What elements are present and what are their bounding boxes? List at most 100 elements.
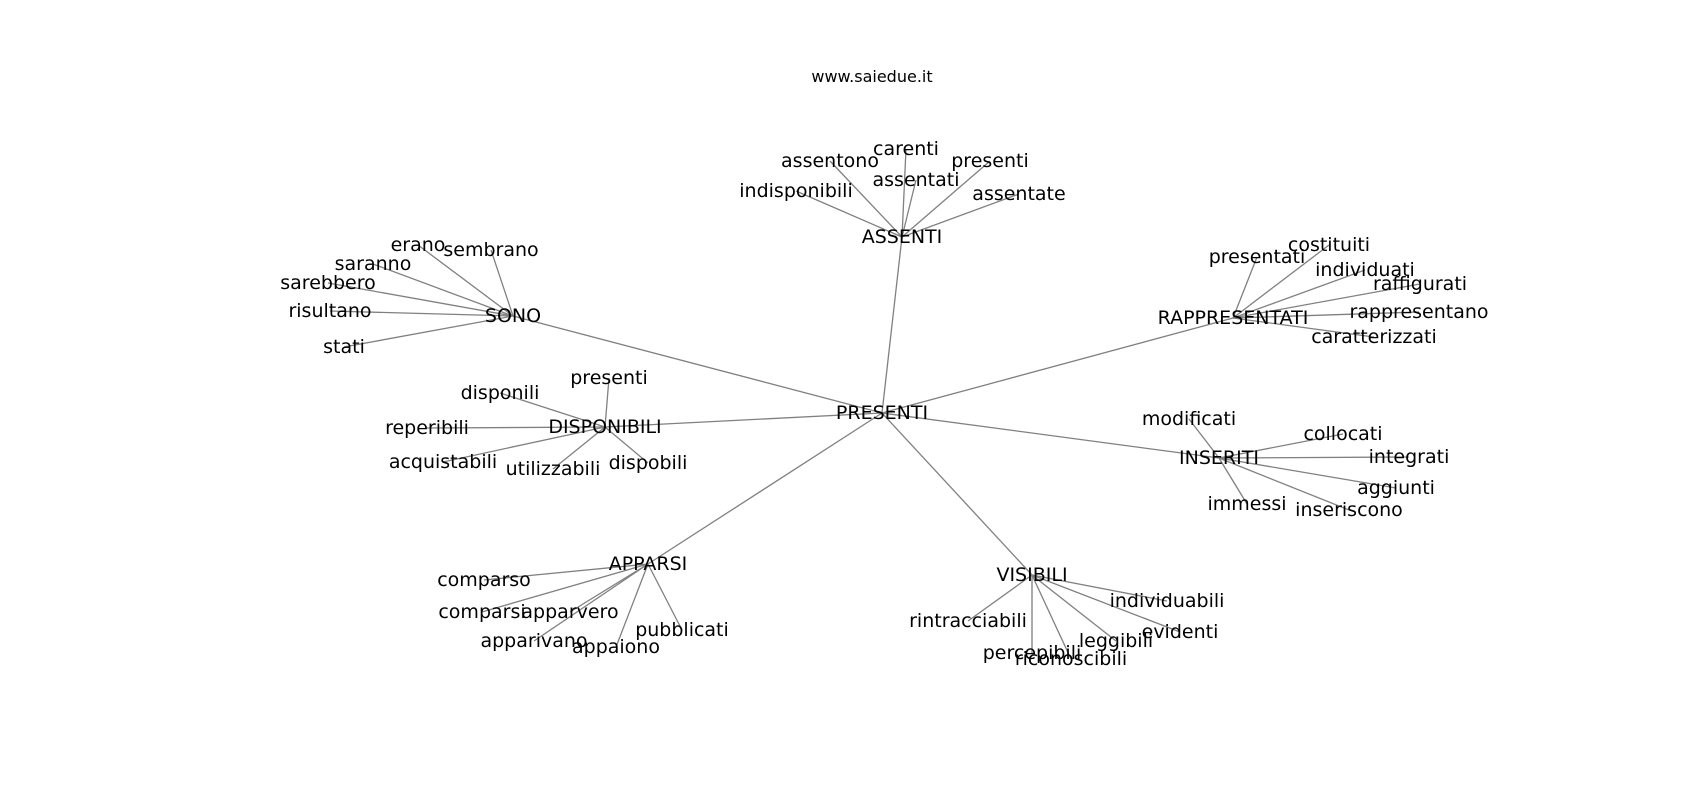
leaf-node: leggibili — [1079, 630, 1153, 652]
edge-disponibili-leaf — [604, 426, 649, 464]
edge-root-apparsi — [647, 412, 883, 565]
edge-sono-leaf — [327, 282, 514, 317]
leaf-node: saranno — [335, 253, 412, 275]
hub-node-sono: SONO — [485, 305, 541, 327]
edge-rappresentati-leaf — [1232, 256, 1258, 319]
leaf-node: apparivano — [480, 630, 587, 652]
leaf-node: individuabili — [1110, 590, 1225, 612]
leaf-node: indisponibili — [739, 180, 852, 202]
hub-node-visibili: VISIBILI — [996, 564, 1067, 586]
leaf-node: aggiunti — [1357, 477, 1435, 499]
edge-disponibili-leaf — [442, 426, 606, 463]
edge-root-assenti — [881, 236, 903, 414]
edge-assenti-leaf — [901, 160, 991, 238]
leaf-node: disponili — [461, 382, 540, 404]
edge-inseriti-leaf — [1218, 433, 1344, 459]
edge-root-rappresentati — [881, 317, 1234, 414]
leaf-node: evidenti — [1142, 621, 1219, 643]
edge-assenti-leaf — [901, 179, 917, 238]
edge-root-sono — [512, 315, 883, 414]
leaf-node: raffigurati — [1373, 273, 1467, 295]
leaf-node: acquistabili — [389, 451, 497, 473]
edge-disponibili-leaf — [426, 426, 606, 429]
edge-sono-leaf — [417, 244, 514, 317]
leaf-node: integrati — [1369, 446, 1450, 468]
leaf-node: stati — [323, 336, 365, 358]
edge-sono-leaf — [329, 310, 514, 317]
edge-visibili-leaf — [1031, 574, 1117, 642]
leaf-node: dispobili — [609, 452, 688, 474]
leaf-node: presentati — [1209, 246, 1306, 268]
edge-disponibili-leaf — [499, 392, 606, 428]
leaf-node: comparso — [437, 569, 531, 591]
edge-visibili-leaf — [967, 574, 1033, 622]
edge-apparsi-leaf — [483, 563, 649, 581]
leaf-node: sarebbero — [280, 272, 375, 294]
edge-apparsi-leaf — [533, 563, 649, 642]
hub-node-disponibili: DISPONIBILI — [548, 416, 661, 438]
page-title: www.saiedue.it — [811, 67, 932, 86]
leaf-node: rintracciabili — [909, 610, 1027, 632]
graph-edges — [327, 148, 1421, 660]
leaf-node: assentono — [781, 150, 879, 172]
edge-disponibili-leaf — [552, 426, 606, 470]
leaf-node: inseriscono — [1295, 499, 1403, 521]
edge-inseriti-leaf — [1188, 418, 1220, 459]
leaf-node: utilizzabili — [506, 458, 601, 480]
leaf-node: comparsi — [438, 601, 525, 623]
leaf-node: caratterizzati — [1311, 326, 1437, 348]
leaf-node: erano — [391, 234, 446, 256]
edge-visibili-leaf — [1031, 574, 1168, 602]
leaf-node: collocati — [1303, 423, 1382, 445]
edge-apparsi-leaf — [481, 563, 649, 613]
leaf-node: percepibili — [983, 642, 1082, 664]
leaf-node: risultano — [288, 300, 371, 322]
edge-assenti-leaf — [829, 160, 903, 238]
edge-inseriti-leaf — [1218, 456, 1410, 459]
edge-rappresentati-leaf — [1232, 283, 1421, 319]
edge-assenti-leaf — [901, 148, 907, 238]
hub-node-inseriti: INSERITI — [1179, 447, 1259, 469]
root-node: PRESENTI — [836, 402, 928, 424]
edge-root-inseriti — [881, 412, 1220, 459]
leaf-node: assentati — [873, 169, 960, 191]
leaf-node: appaiono — [572, 636, 660, 658]
hub-node-rappresentati: RAPPRESENTATI — [1158, 307, 1309, 329]
leaf-node: rappresentano — [1349, 301, 1488, 323]
edge-visibili-leaf — [1031, 574, 1181, 633]
edge-sono-leaf — [372, 263, 514, 317]
edge-sono-leaf — [343, 315, 514, 348]
edge-root-visibili — [881, 412, 1033, 576]
hub-node-assenti: ASSENTI — [862, 226, 943, 248]
edge-assenti-leaf — [901, 193, 1020, 238]
leaf-node: reperibili — [385, 417, 469, 439]
edge-rappresentati-leaf — [1232, 269, 1366, 319]
edge-disponibili-leaf — [604, 377, 610, 428]
edge-apparsi-leaf — [615, 563, 649, 648]
edge-apparsi-leaf — [647, 563, 683, 631]
leaf-node: modificati — [1142, 408, 1236, 430]
leaf-node: pubblicati — [635, 619, 729, 641]
leaf-node: carenti — [873, 138, 939, 160]
edge-rappresentati-leaf — [1232, 244, 1330, 319]
leaf-node: apparvero — [521, 601, 618, 623]
leaf-node: riconoscibili — [1015, 648, 1127, 670]
edge-root-disponibili — [604, 412, 883, 428]
leaf-node: costituiti — [1288, 234, 1370, 256]
leaf-node: presenti — [951, 150, 1029, 172]
edge-rappresentati-leaf — [1232, 317, 1375, 338]
edge-inseriti-leaf — [1218, 457, 1248, 505]
hub-node-apparsi: APPARSI — [609, 553, 688, 575]
leaf-node: presenti — [570, 367, 648, 389]
edge-assenti-leaf — [795, 190, 903, 238]
leaf-node: immessi — [1207, 493, 1286, 515]
leaf-node: individuati — [1315, 259, 1415, 281]
leaf-node: sembrano — [443, 239, 538, 261]
leaf-node: assentate — [972, 183, 1065, 205]
graph-labels: PRESENTIASSENTIassentonocarentipresentia… — [280, 138, 1488, 670]
edge-inseriti-leaf — [1218, 457, 1397, 489]
edge-visibili-leaf — [1031, 574, 1072, 660]
edge-rappresentati-leaf — [1232, 311, 1420, 319]
edge-sono-leaf — [490, 249, 514, 317]
